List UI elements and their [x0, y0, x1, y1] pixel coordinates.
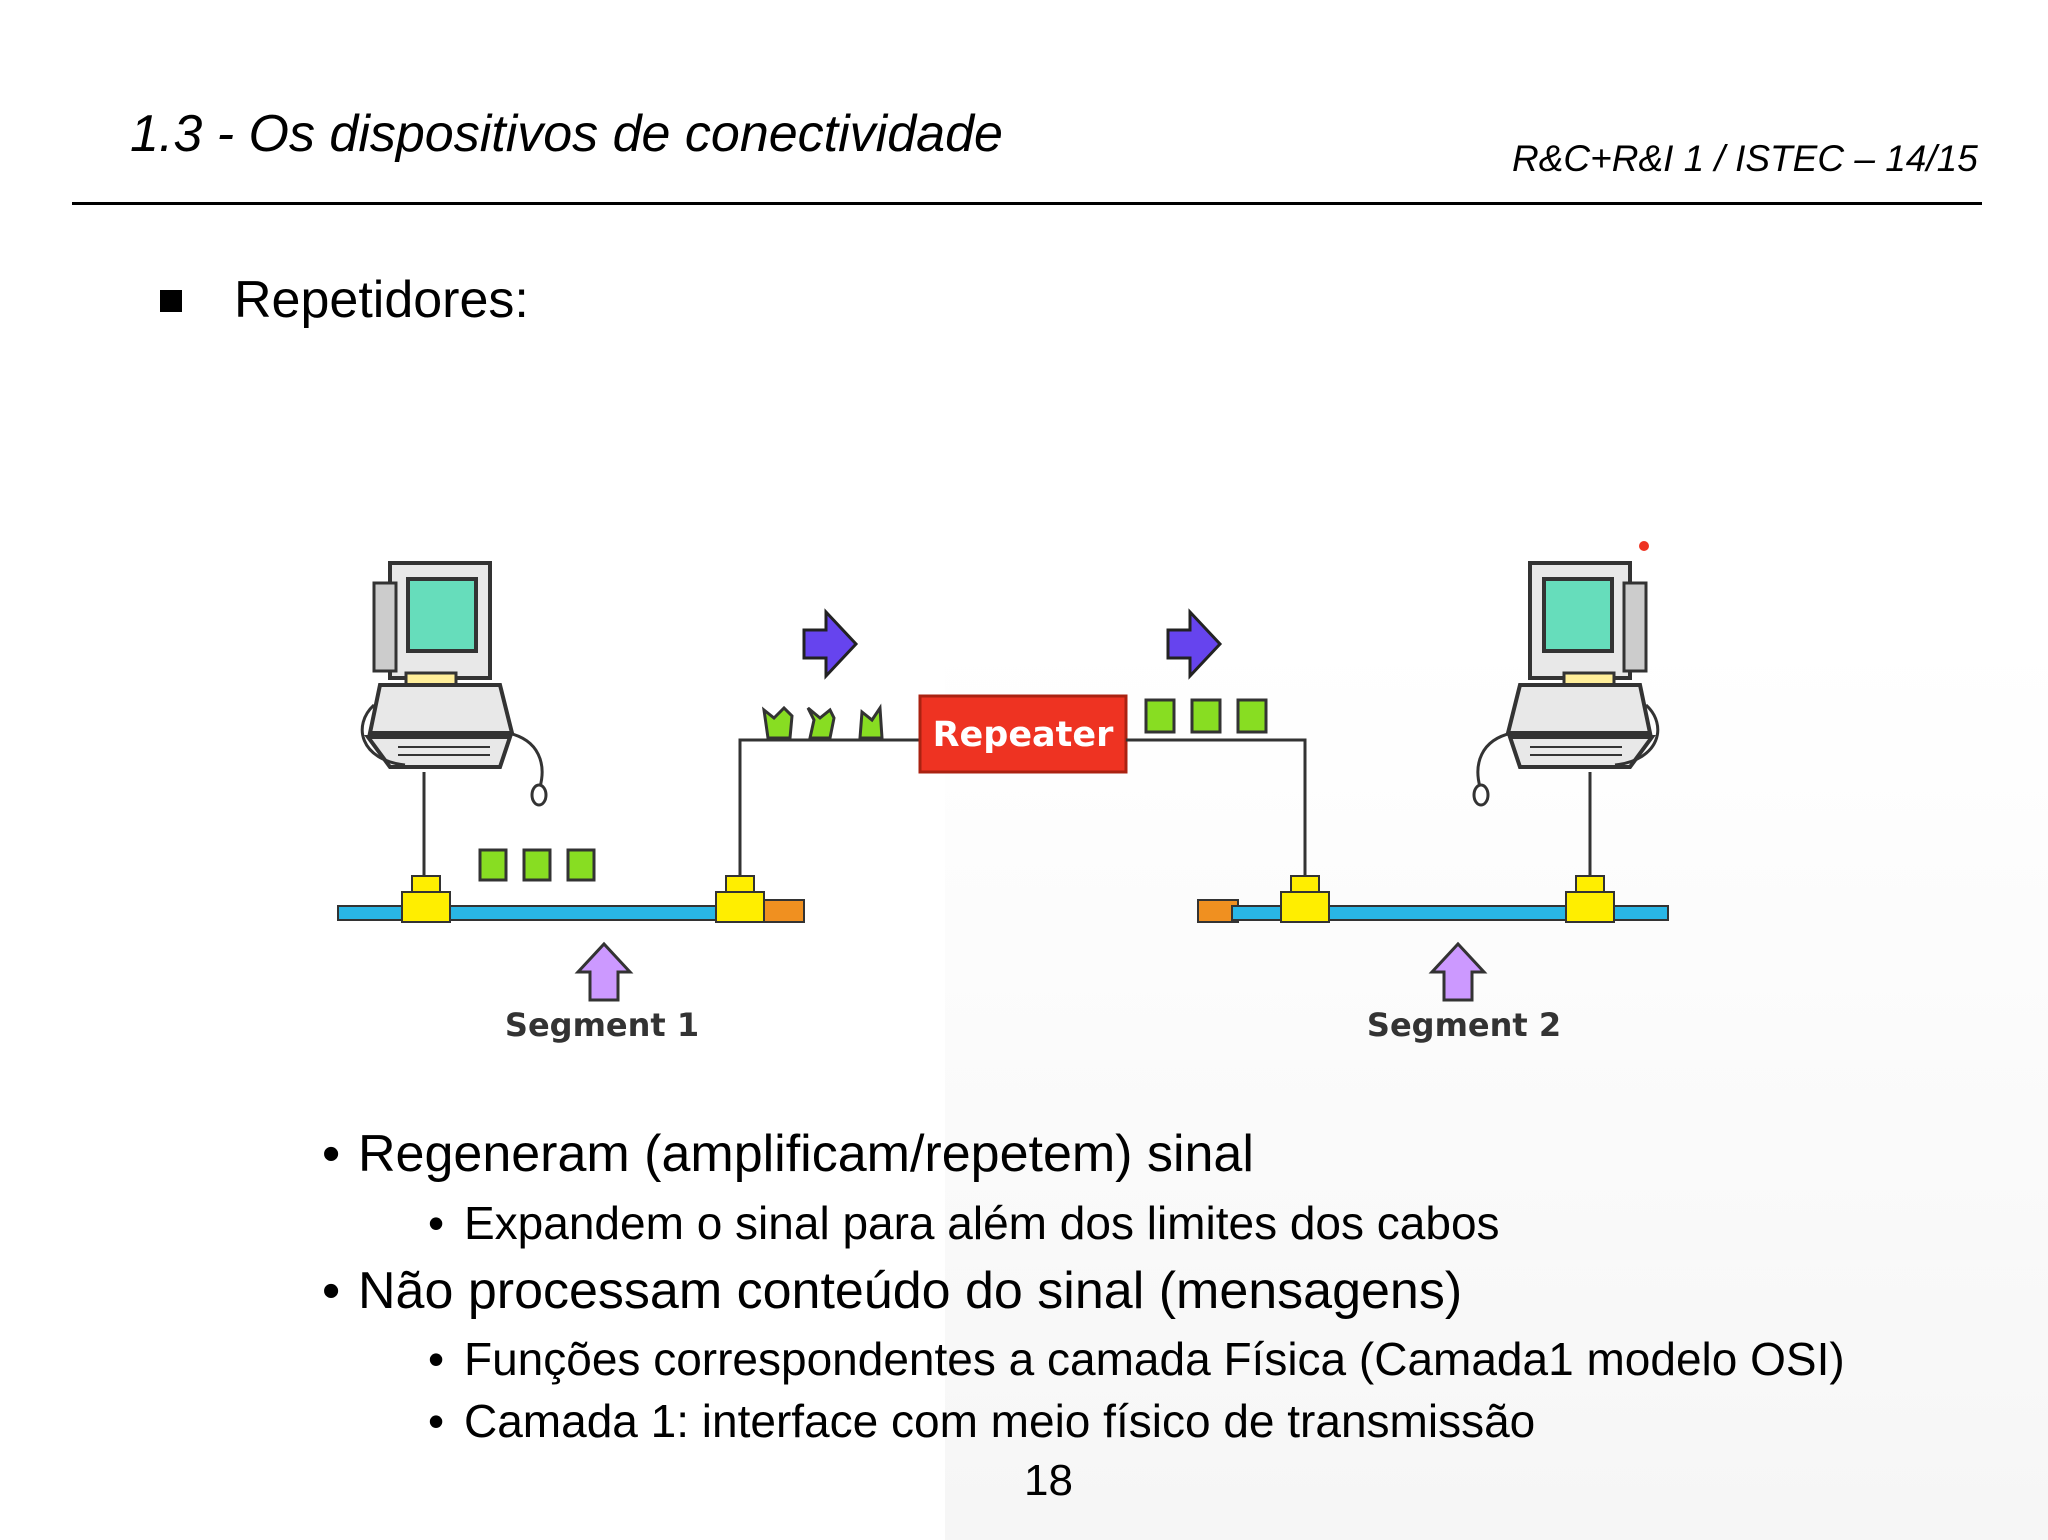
- signal-arrow-icon: [802, 610, 858, 678]
- signal-arrow-icon: [1166, 610, 1222, 678]
- segment2-cable: [1231, 905, 1669, 921]
- segment1-label: Segment 1: [505, 1006, 699, 1044]
- bullet-nao-processam: • Não processam conteúdo do sinal (mensag…: [322, 1265, 1462, 1317]
- bullet-camada1: • Camada 1: interface com meio físico de …: [428, 1398, 1535, 1444]
- diagram-background-tint: [945, 640, 2048, 1540]
- bullet-dot-icon: •: [428, 1333, 445, 1385]
- terminator-icon: [763, 899, 805, 923]
- bullet-dot-icon: •: [322, 1262, 341, 1320]
- tap-connector-icon: [715, 875, 765, 923]
- page-number: 18: [1024, 1456, 1073, 1505]
- bullet-funcoes: • Funções correspondentes a camada Física…: [428, 1336, 1845, 1382]
- bullet-text: Funções correspondentes a camada Física …: [464, 1333, 1845, 1385]
- segment2-label: Segment 2: [1367, 1006, 1561, 1044]
- slide-title: 1.3 - Os dispositivos de conectividade: [130, 105, 1003, 163]
- packet-icon: [522, 848, 552, 882]
- title-divider: [72, 202, 1982, 205]
- degraded-packet-icon: [761, 705, 794, 740]
- repeater-diagram: Segment 1 Repeater Segment 2: [337, 541, 1669, 1044]
- bullet-dot-icon: •: [322, 1125, 341, 1183]
- bullet-text: Regeneram (amplificam/repetem) sinal: [358, 1125, 1254, 1183]
- repeater-label: Repeater: [933, 715, 1115, 755]
- bullet-text: Não processam conteúdo do sinal (mensage…: [358, 1262, 1463, 1320]
- bullet-dot-icon: •: [428, 1197, 445, 1249]
- bullet-text: Camada 1: interface com meio físico de t…: [464, 1395, 1536, 1447]
- tap-connector-icon: [1280, 875, 1330, 923]
- computer-icon: [360, 561, 548, 807]
- computer-icon: [1472, 561, 1660, 807]
- segment-arrow-icon: [1430, 942, 1486, 1002]
- segment-arrow-icon: [576, 942, 632, 1002]
- bullet-expandem: • Expandem o sinal para além dos limites …: [428, 1200, 1500, 1246]
- degraded-packet-icon: [806, 706, 836, 740]
- degraded-packet-icon: [858, 703, 884, 740]
- packet-icon: [1236, 698, 1268, 734]
- packet-icon: [566, 848, 596, 882]
- bullet-text: Expandem o sinal para além dos limites d…: [464, 1197, 1500, 1249]
- repeater-box: [918, 694, 1128, 774]
- packet-icon: [1190, 698, 1222, 734]
- bullet-regeneram: • Regeneram (amplificam/repetem) sinal: [322, 1128, 1254, 1180]
- bullet-dot-icon: •: [428, 1395, 445, 1447]
- square-bullet-icon: [160, 290, 182, 312]
- packet-icon: [1144, 698, 1176, 734]
- status-dot-icon: [1639, 541, 1649, 551]
- packet-icon: [478, 848, 508, 882]
- course-reference: R&C+R&I 1 / ISTEC – 14/15: [1512, 138, 1978, 179]
- tap-connector-icon: [401, 875, 451, 923]
- tap-connector-icon: [1565, 875, 1615, 923]
- section-heading: Repetidores:: [234, 271, 529, 329]
